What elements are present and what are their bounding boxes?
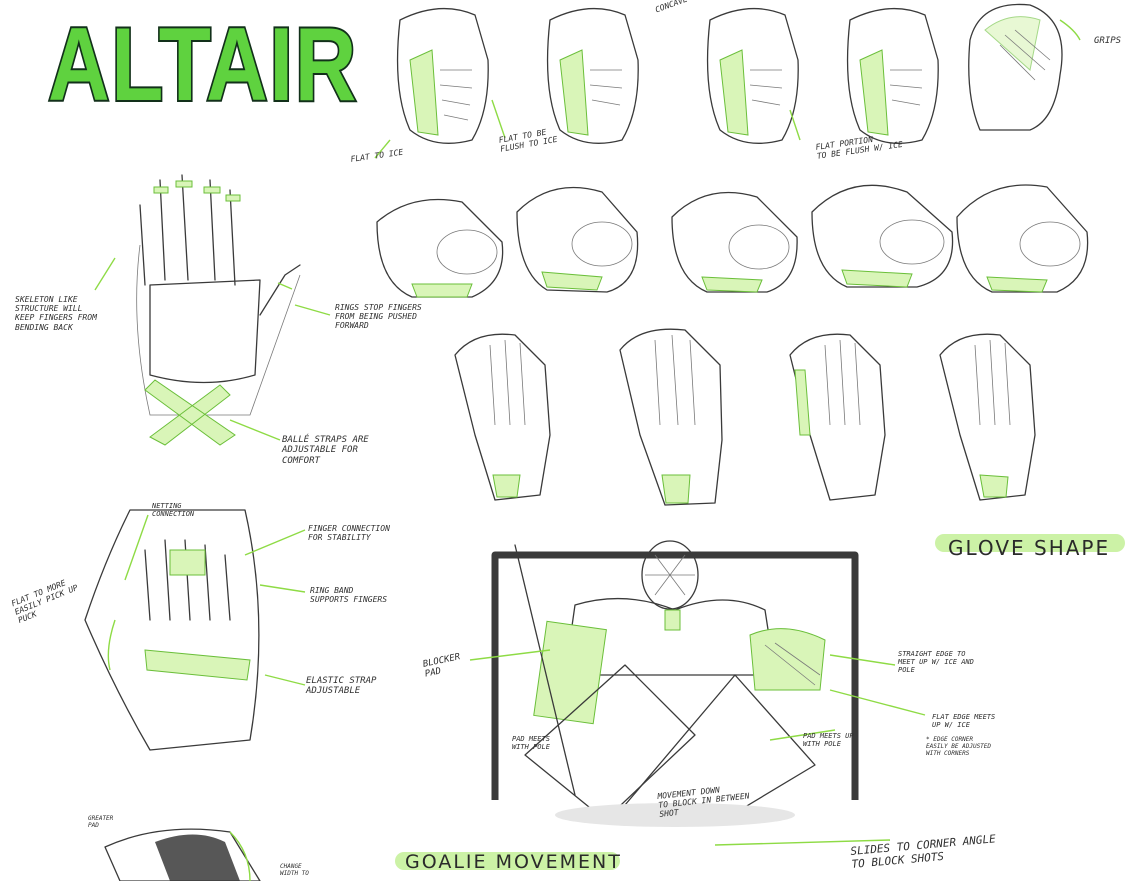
goalie-movement-heading: GOALIE MOVEMENT — [405, 851, 622, 873]
note-pad-meets-up: PAD MEETS UP WITH POLE — [803, 732, 854, 749]
catch-glove-sketch-3 — [706, 7, 799, 144]
blocker-sketch-1 — [454, 333, 551, 501]
glove-shape-heading: GLOVE SHAPE — [948, 536, 1111, 560]
catch-glove-sketch-5 — [968, 3, 1081, 131]
skeleton-hand-sketch — [136, 174, 301, 446]
pocket-view-5 — [956, 184, 1089, 293]
pocket-view-3 — [671, 191, 798, 293]
goalie-net-sketch — [491, 540, 859, 827]
note-balle-straps: BALLÉ STRAPS ARE ADJUSTABLE FOR COMFORT — [282, 435, 369, 466]
goalie-movement-highlight — [395, 852, 620, 870]
pocket-view-1 — [376, 198, 504, 298]
catch-glove-sketch-2 — [546, 7, 639, 144]
blocker-glove-row — [454, 328, 1036, 506]
note-ring-band: RING BAND SUPPORTS FINGERS — [310, 586, 388, 605]
note-skeleton: SKELETON LIKE STRUCTURE WILL KEEP FINGER… — [15, 295, 97, 332]
note-edge-corner: * EDGE CORNER EASILY BE ADJUSTED WITH CO… — [926, 736, 992, 757]
note-netting: NETTING CONNECTION — [152, 502, 195, 519]
note-grips: GRIPS — [1094, 36, 1122, 46]
logo-text: ALTAIR — [48, 7, 358, 110]
catch-glove-sketch-4 — [846, 7, 939, 144]
note-elastic-strap: ELASTIC STRAP ADJUSTABLE — [306, 676, 377, 697]
note-pad-meets-pole: PAD MEETS WITH POLE — [512, 735, 550, 752]
glove-shape-highlight — [935, 534, 1125, 552]
note-rings-stop: RINGS STOP FINGERS FROM BEING PUSHED FOR… — [335, 303, 422, 331]
blocker-sketch-3 — [789, 333, 886, 501]
altair-logo: ALTAIR — [46, 5, 358, 110]
palm-glove-sketch — [84, 509, 260, 751]
note-greater-pad: GREATER PAD — [88, 815, 114, 829]
pocket-view-2 — [516, 186, 639, 293]
catch-glove-row-top — [396, 3, 1081, 144]
pocket-view-4 — [811, 184, 954, 288]
bottom-glove-sketch — [104, 828, 261, 881]
blocker-sketch-4 — [939, 333, 1036, 501]
note-flat-edge: FLAT EDGE MEETS UP W/ ICE — [932, 713, 996, 730]
note-finger-connection: FINGER CONNECTION FOR STABILITY — [308, 524, 390, 543]
note-straight-edge: STRAIGHT EDGE TO MEET UP W/ ICE AND POLE — [898, 650, 974, 675]
catch-glove-sketch-1 — [396, 7, 489, 144]
note-change-width: CHANGE WIDTH TO — [280, 863, 309, 877]
catch-glove-row-middle — [376, 184, 1089, 298]
blocker-sketch-2 — [619, 328, 723, 506]
